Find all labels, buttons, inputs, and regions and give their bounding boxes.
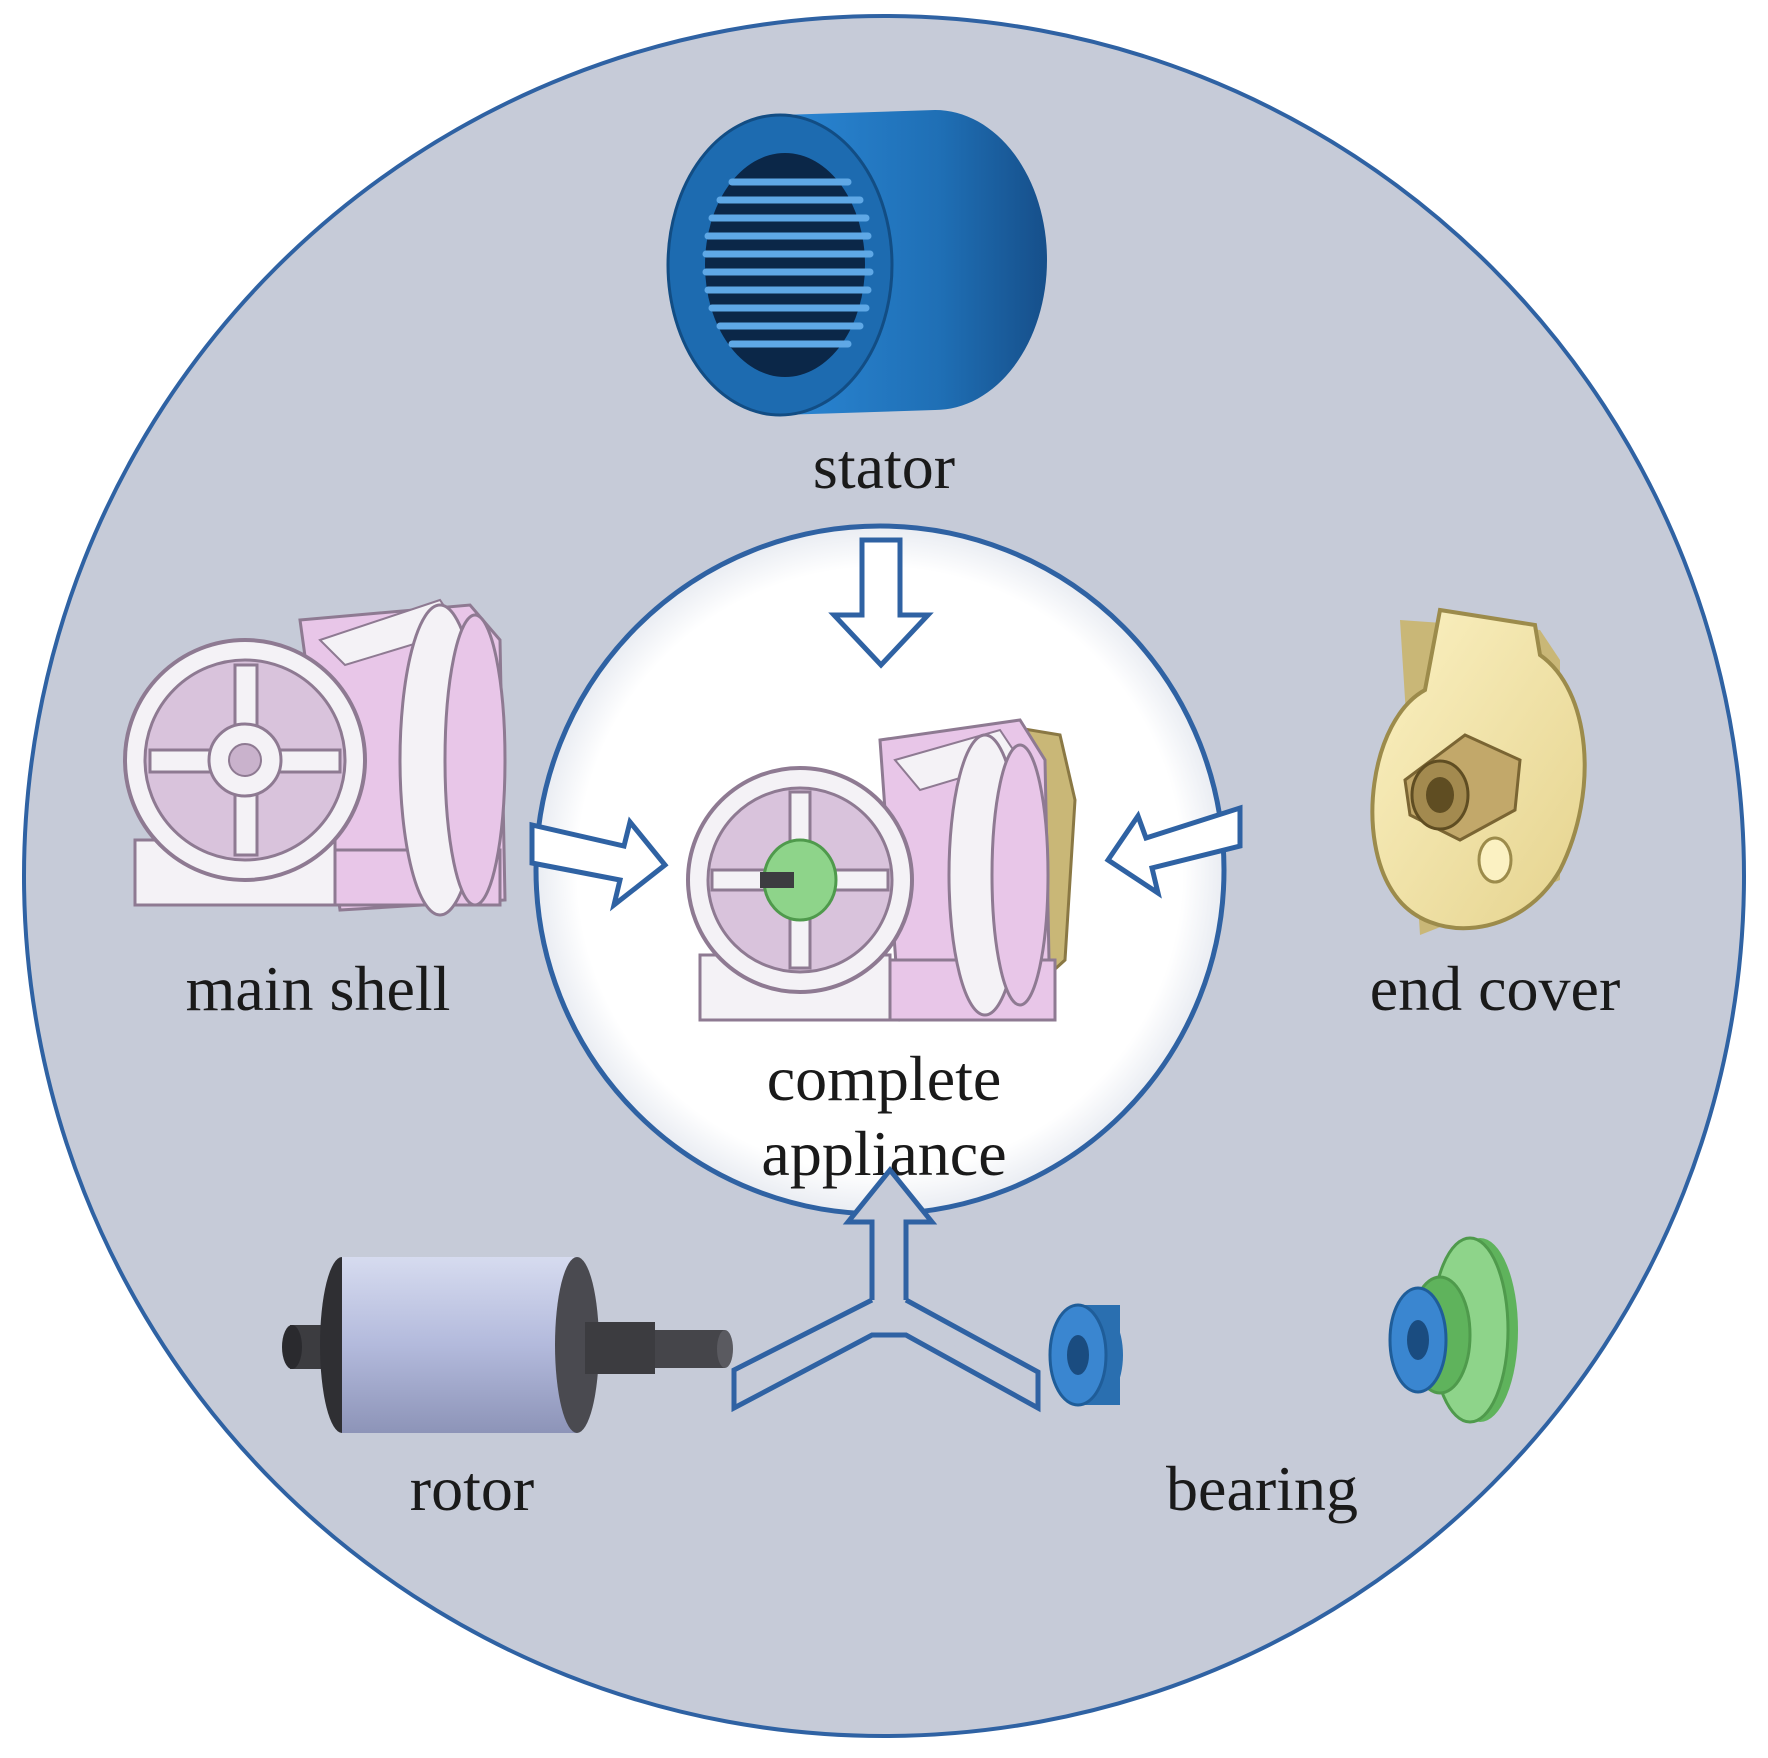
- arrow-from-main-shell: [529, 816, 669, 912]
- stator-illustration: [666, 110, 1047, 417]
- arrow-from-stator: [828, 537, 934, 669]
- bearing-illustration-small: [1048, 1303, 1123, 1407]
- label-end-cover: end cover: [1370, 953, 1621, 1024]
- arrow-from-rotor-and-bearing: [731, 1166, 1041, 1413]
- label-main-shell: main shell: [186, 953, 451, 1024]
- end-cover-illustration: [1370, 607, 1587, 935]
- label-rotor: rotor: [410, 1453, 534, 1524]
- main-shell-illustration: [123, 598, 507, 917]
- label-bearing: bearing: [1166, 1453, 1358, 1524]
- label-complete-line1: complete: [767, 1043, 1002, 1114]
- arrow-from-end-cover: [1104, 804, 1243, 899]
- complete-appliance-illustration: [686, 718, 1077, 1022]
- bearing-illustration-assembled: [1388, 1236, 1518, 1424]
- rotor-illustration: [282, 1257, 733, 1433]
- label-stator: stator: [813, 431, 955, 502]
